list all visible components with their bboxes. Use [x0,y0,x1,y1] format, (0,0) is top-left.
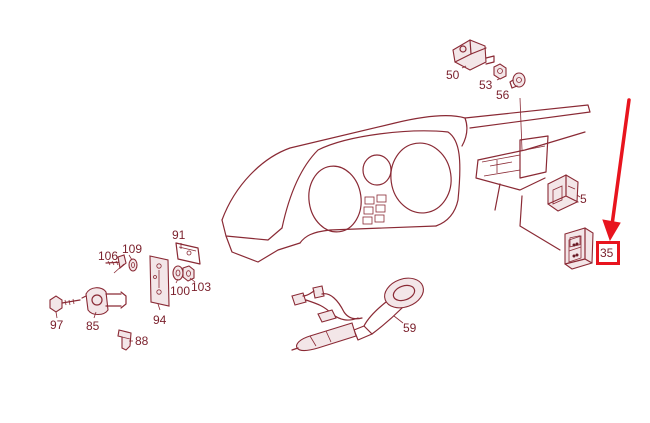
part-97-bolt [49,295,81,313]
part-103-nut [182,265,195,282]
part-94-plate [149,255,170,307]
highlight-box-35 [596,241,620,265]
part-label-88[interactable]: 88 [135,334,149,348]
part-56-bulb-socket [509,72,526,89]
part-109-washer [128,258,138,272]
part-91-gasket [175,242,201,265]
dashboard-outline [221,97,591,263]
part-label-109[interactable]: 109 [122,242,143,256]
part-label-50[interactable]: 50 [446,68,460,82]
part-label-35[interactable]: 35 [600,246,614,260]
part-label-53[interactable]: 53 [479,78,493,92]
part-label-100[interactable]: 100 [170,284,191,298]
part-label-85[interactable]: 85 [86,319,100,333]
part-label-94[interactable]: 94 [153,313,167,327]
part-label-103[interactable]: 103 [191,280,212,294]
part-label-91[interactable]: 91 [172,228,186,242]
part-88-bulb [117,329,132,351]
part-53-nut [493,63,507,80]
part-100-washer [172,265,184,281]
part-label-106[interactable]: 106 [98,249,119,263]
part-59-combination-switch [291,277,424,352]
part-85-switch [81,287,127,316]
part-label-97[interactable]: 97 [50,318,64,332]
part-5-switch [547,174,579,212]
highlight-arrow [602,98,631,242]
part-50-sensor [452,39,495,71]
part-35-rocker-switch [564,227,594,270]
part-label-5[interactable]: 5 [580,192,587,206]
part-label-59[interactable]: 59 [403,321,417,335]
part-106-screw [105,254,127,270]
part-label-56[interactable]: 56 [496,88,510,102]
leader-lines [55,65,581,342]
